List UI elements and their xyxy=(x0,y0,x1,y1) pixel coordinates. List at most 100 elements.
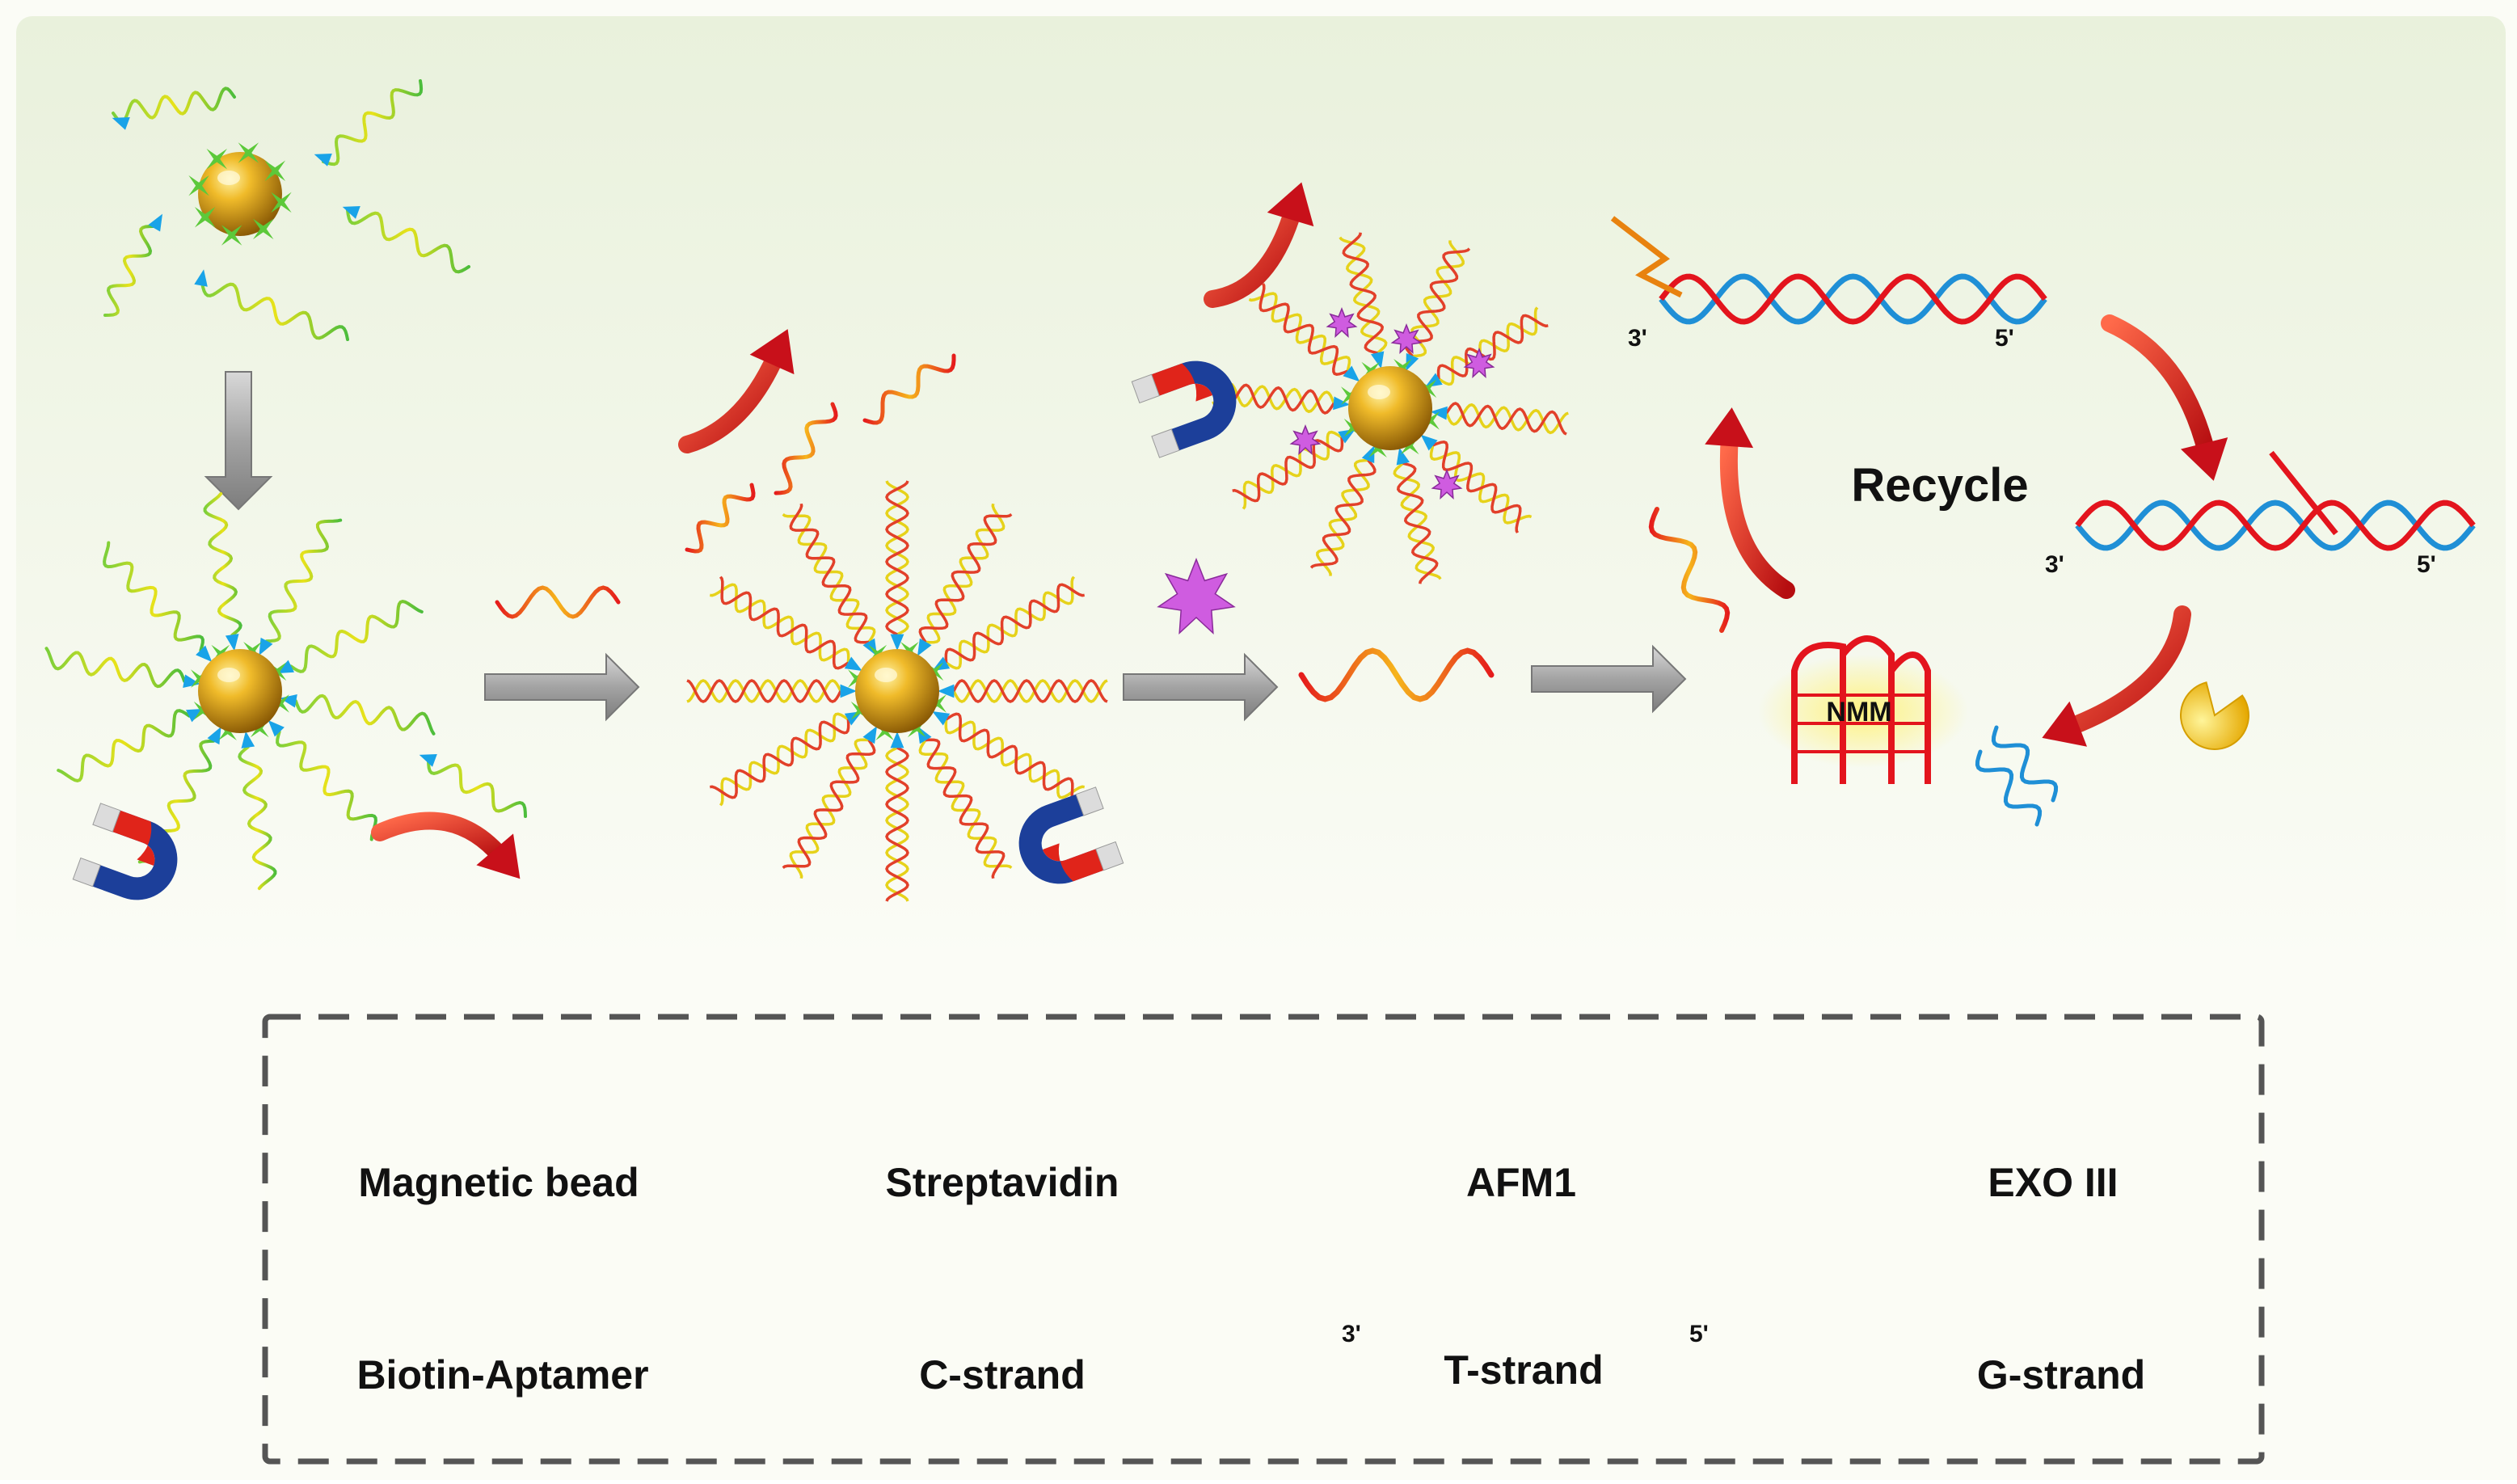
exo-iii-scheme xyxy=(2180,681,2249,750)
cluster-step4-duplex-0-a xyxy=(1445,403,1569,435)
free-biotin-5 xyxy=(194,269,208,287)
cluster-step4-biotin-9 xyxy=(1424,373,1443,388)
cluster-step4-duplex-7 xyxy=(1339,232,1388,355)
cluster-step4-duplex-3-b xyxy=(1309,459,1377,569)
free-aptamer-2 xyxy=(322,79,424,167)
legend-label-streptavidin: Streptavidin xyxy=(886,1160,1119,1205)
cluster-step4-duplex-1-b xyxy=(1432,441,1522,533)
cluster-step4-duplex-4-a xyxy=(1242,430,1343,510)
cluster-step4-biotin-0 xyxy=(1430,406,1448,420)
red-arrow-release-shaft xyxy=(1204,201,1302,308)
red-arrow-wash1-head xyxy=(476,833,521,879)
arrow-step2-right xyxy=(484,652,640,722)
cluster-step4-duplex-6-b xyxy=(1258,283,1348,376)
cluster-step4-duplex-0-b xyxy=(1445,402,1567,436)
bead-step1-sphere xyxy=(198,152,282,236)
free-aptamer-4 xyxy=(346,209,470,274)
free-biotin-3 xyxy=(148,213,162,232)
arrow-step3-right xyxy=(1123,652,1279,722)
duplex-after-t xyxy=(2075,500,2476,551)
duplex-t-g-g xyxy=(1659,273,2047,325)
cluster-step3-duplex-4 xyxy=(782,738,876,879)
streptavidin-step1-3 xyxy=(194,207,216,228)
g-quadruplex xyxy=(1791,635,1931,784)
cluster-step4-duplex-7-b xyxy=(1342,232,1385,355)
cluster-step4-bead-highlight xyxy=(1368,385,1390,399)
cluster-step3-duplex-6-b xyxy=(686,679,842,703)
cluster-step3-duplex-7 xyxy=(710,575,850,670)
free-aptamer-3 xyxy=(103,225,155,317)
cluster-step2-aptamer-6 xyxy=(103,541,204,652)
cluster-step3-biotin-7 xyxy=(844,656,862,671)
streptavidin-step1-0 xyxy=(271,192,292,213)
cluster-step2-biotin-1 xyxy=(268,720,285,737)
cluster-step3-duplex-2-a xyxy=(918,739,1013,870)
cluster-step2-biotin-5 xyxy=(183,674,200,688)
cluster-step3-duplex-3-b xyxy=(885,746,909,902)
cluster-step3-duplex-7-b xyxy=(719,575,850,670)
cluster-step4-duplex-0 xyxy=(1445,402,1569,436)
cluster-step3-biotin-0 xyxy=(938,684,955,698)
cluster-step3-duplex-0 xyxy=(952,679,1108,703)
cluster-step4-duplex-3 xyxy=(1309,458,1377,576)
streptavidin-step1-1 xyxy=(253,218,274,240)
cluster-step2-biotin-2 xyxy=(241,731,255,748)
cluster-step4-biotin-8 xyxy=(1406,352,1419,371)
cluster-step4-biotin-2 xyxy=(1396,447,1410,466)
cluster-step2-biotin-7 xyxy=(225,634,239,651)
cluster-step4-duplex-2 xyxy=(1393,462,1442,584)
cluster-step4-duplex-9-b xyxy=(1436,314,1549,380)
cluster-step4-biotin-6 xyxy=(1343,365,1360,382)
afm1-bound-1 xyxy=(1463,347,1495,379)
cluster-step2-aptamer-0 xyxy=(293,694,436,736)
washed-c-1 xyxy=(685,483,756,554)
legend-label-g-strand: G-strand xyxy=(1977,1352,2145,1398)
cluster-step3-duplex-1 xyxy=(944,712,1085,807)
cluster-step2-aptamer-9 xyxy=(289,600,424,673)
cluster-step2-aptamer-8 xyxy=(264,518,343,643)
red-arrow-digest-head xyxy=(2042,701,2087,747)
cluster-step2-aptamer-5 xyxy=(44,647,187,689)
cluster-step3-duplex-1-a xyxy=(944,719,1085,799)
free-biotin-2 xyxy=(314,154,332,167)
legend-label-exo-iii: EXO III xyxy=(1988,1160,2118,1205)
magnet-step4-south xyxy=(1151,363,1213,402)
magnet-step4-pole-n xyxy=(1151,428,1180,458)
red-arrow-cycle-right-head xyxy=(2181,437,2228,481)
cluster-step4-duplex-8-b xyxy=(1404,247,1471,357)
g-quad-loop-2 xyxy=(1840,635,1895,784)
cluster-step3-duplex-9-b xyxy=(885,480,909,636)
t-strand-fragment-2 xyxy=(1991,725,2059,803)
cluster-step2-aptamer-7 xyxy=(203,491,242,637)
streptavidin-step1-4 xyxy=(188,175,209,196)
washed-biotin xyxy=(419,754,437,767)
cluster-step3-duplex-11 xyxy=(944,575,1085,670)
cluster-step4-bead xyxy=(1348,366,1432,450)
free-aptamer-5 xyxy=(200,281,349,341)
streptavidin-step1-6 xyxy=(238,142,259,163)
cluster-step4-duplex-5-a xyxy=(1212,382,1335,414)
cluster-step2-bead xyxy=(198,649,282,733)
cluster-step3-duplex-11-b xyxy=(944,583,1085,664)
free-biotin-4 xyxy=(342,206,360,219)
c-strand-released xyxy=(1298,647,1495,702)
cluster-step3-biotin-3 xyxy=(890,731,904,748)
arrow-step1-down xyxy=(204,371,273,511)
magnet-step3-south xyxy=(1042,843,1104,882)
cluster-step3-duplex-10 xyxy=(918,504,1013,644)
duplex-t-g-t xyxy=(1659,273,2047,325)
c-strand-recycled xyxy=(1648,507,1731,633)
cluster-step4-duplex-3-a xyxy=(1316,458,1370,576)
streptavidin-step1-5 xyxy=(206,148,227,170)
cluster-step3-duplex-8-a xyxy=(782,512,876,643)
cluster-step3-biotin-10 xyxy=(917,638,932,656)
streptavidin-step1-7 xyxy=(264,160,286,181)
cluster-step3-duplex-3 xyxy=(885,746,909,902)
red-arrow-digest-shaft xyxy=(2060,605,2191,736)
g-quad-loop-1 xyxy=(1791,642,1846,784)
cluster-step4-duplex-4 xyxy=(1232,430,1344,510)
magnet-step2 xyxy=(72,803,178,900)
cluster-step4-biotin-1 xyxy=(1420,434,1438,451)
